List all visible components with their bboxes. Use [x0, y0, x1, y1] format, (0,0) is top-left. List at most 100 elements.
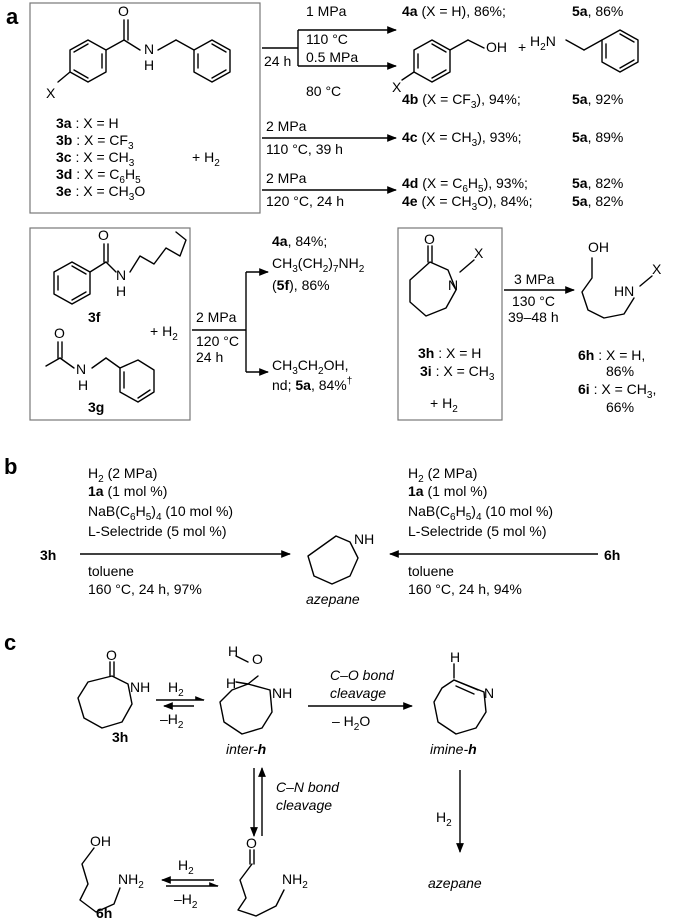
product-5a-4: 5a, 82%	[572, 175, 623, 191]
c-ald-o: O	[246, 835, 257, 851]
c-6h-oh: OH	[90, 833, 111, 849]
o-3g: O	[54, 325, 65, 341]
product-4a-lower: 4a, 84%;	[272, 233, 327, 249]
product-5a-2: 5a, 92%	[572, 91, 623, 107]
pressure-1: 1 MPa	[306, 3, 347, 19]
oh-label: OH	[486, 39, 507, 55]
plus-sign: +	[518, 39, 526, 55]
branch-arrow-lower	[192, 268, 269, 376]
inter-h-structure	[219, 655, 273, 735]
substrate-list: 3a : X = H 3b : X = CF3 3c : X = CH3 3d …	[56, 115, 145, 203]
substrate-3c: 3c : X = CH3	[56, 149, 135, 169]
product-4c: 4c (X = CH3), 93%;	[402, 129, 522, 149]
x-label-product: X	[392, 79, 402, 95]
hn-6: HN	[614, 283, 634, 299]
c-3h-nh: NH	[130, 679, 150, 695]
label-6h-eq: 6h : X = H,	[578, 347, 645, 363]
c-6h-label: 6h	[96, 905, 112, 921]
b-left-cat: 1a (1 mol %)	[88, 483, 167, 499]
product-5f: (5f), 86%	[272, 277, 330, 293]
time-lower: 24 h	[196, 349, 223, 365]
bond-x6	[639, 275, 653, 287]
pressure-2: 0.5 MPa	[306, 49, 358, 65]
c-6h-nh2: NH2	[118, 871, 144, 891]
h-3g: H	[78, 377, 88, 393]
c-inter-label: inter-h	[226, 741, 266, 757]
c-imine-label: imine-h	[430, 741, 477, 757]
label-3g: 3g	[88, 399, 104, 415]
c-azepane-label: azepane	[428, 875, 482, 891]
product-4d: 4d (X = C6H5), 93%;	[402, 175, 528, 195]
lactam-x: X	[474, 245, 484, 261]
b-left-lsel: L-Selectride (5 mol %)	[88, 523, 227, 539]
substrate-box-3f-3g	[29, 227, 191, 421]
nd-5a: nd; 5a, 84%†	[272, 376, 352, 393]
b-right-lsel: L-Selectride (5 mol %)	[408, 523, 547, 539]
substrate-3a: 3a : X = H	[56, 115, 119, 131]
c-down-h2: H2	[436, 809, 452, 829]
c-eq1-h2: H2	[168, 679, 184, 699]
c-ald-nh2: NH2	[282, 871, 308, 891]
pressure-lower: 2 MPa	[196, 309, 237, 325]
azepane-label-b: azepane	[306, 591, 360, 607]
yield-6i: 66%	[606, 399, 634, 415]
c-imine-h: H	[450, 649, 460, 665]
c-co-1: C–O bond	[330, 667, 395, 683]
b-right-cat: 1a (1 mol %)	[408, 483, 487, 499]
label-3f: 3f	[88, 309, 101, 325]
azepane-structure-b	[307, 535, 359, 585]
plus-h2-lactam: + H2	[430, 395, 458, 415]
c-inter-o: O	[252, 651, 263, 667]
ethanol: CH3CH2OH,	[272, 357, 348, 377]
label-3i-eq: 3i : X = CH3	[420, 363, 495, 383]
c-water: – H2O	[332, 713, 370, 733]
benzyl-alcohol-structure	[401, 39, 485, 83]
branch-arrow-a1	[262, 26, 397, 70]
panel-label-c: c	[4, 630, 16, 655]
pressure-row3: 2 MPa	[266, 118, 307, 134]
c-inter-h: H	[226, 675, 236, 691]
caprolactam-structure	[77, 661, 133, 729]
product-4a: 4a (X = H), 86%;	[402, 3, 506, 19]
time-lactam: 39–48 h	[508, 309, 559, 325]
b-left-h2: H2 (2 MPa)	[88, 465, 157, 485]
azepane-nh-b: NH	[354, 531, 374, 547]
label-3h-eq: 3h : X = H	[418, 345, 481, 361]
substrate-3e: 3e : X = CH3O	[56, 183, 145, 203]
structure-3f	[53, 231, 187, 305]
c-inter-h-top: H	[228, 643, 238, 659]
b-left-salt: NaB(C6H5)4 (10 mol %)	[88, 503, 233, 523]
lactam-structure	[409, 245, 475, 317]
c-eq2-mh2: –H2	[174, 891, 198, 911]
aminoalcohol-structure	[581, 257, 635, 319]
benzamide-structure	[57, 19, 231, 83]
temp-lower: 120 °C	[196, 333, 239, 349]
b-right-h2: H2 (2 MPa)	[408, 465, 477, 485]
c-co-2: cleavage	[330, 685, 386, 701]
product-4e: 4e (X = CH3O), 84%;	[402, 193, 532, 213]
b-left-solvent: toluene	[88, 563, 134, 579]
substrate-3b: 3b : X = CF3	[56, 132, 134, 152]
c-6h-structure	[79, 847, 121, 913]
pressure-row4: 2 MPa	[266, 170, 307, 186]
b-right-salt: NaB(C6H5)4 (10 mol %)	[408, 503, 553, 523]
panel-label-a: a	[6, 4, 19, 29]
b-left-3h: 3h	[40, 547, 56, 563]
cond-row3: 110 °C, 39 h	[266, 141, 343, 157]
c-eq1-mh2: –H2	[160, 711, 184, 731]
h-3f: H	[116, 283, 126, 299]
imine-h-structure	[433, 663, 487, 735]
amide-H: H	[144, 57, 154, 73]
yield-6h: 86%	[606, 363, 634, 379]
label-6i-eq: 6i : X = CH3,	[578, 381, 656, 401]
cond-row4: 120 °C, 24 h	[266, 193, 344, 209]
b-left-cond: 160 °C, 24 h, 97%	[88, 581, 202, 597]
temp-2: 80 °C	[306, 83, 341, 99]
c-cn-1: C–N bond	[276, 779, 340, 795]
b-right-cond: 160 °C, 24 h, 94%	[408, 581, 522, 597]
product-5a-1: 5a, 86%	[572, 3, 623, 19]
lactam-o: O	[424, 231, 435, 247]
substrate-box-3a-3e	[29, 2, 261, 214]
substrate-box-3h-3i	[397, 227, 503, 421]
